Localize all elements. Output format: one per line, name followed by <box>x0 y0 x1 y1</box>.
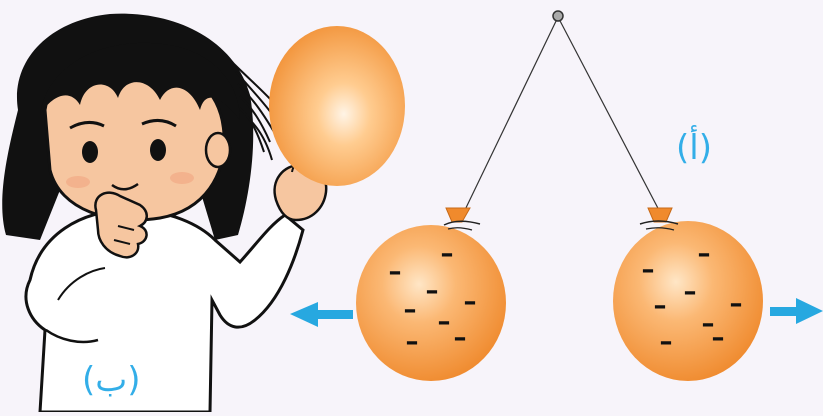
negative-charge: – <box>389 257 402 287</box>
negative-charge: – <box>404 295 417 325</box>
left-hanging-balloon: –––––––– <box>356 207 506 381</box>
suspension-strings <box>462 16 662 215</box>
negative-charge: – <box>660 327 673 357</box>
negative-charge: – <box>642 255 655 285</box>
left-eye <box>82 141 98 163</box>
negative-charge: – <box>654 291 667 321</box>
negative-charge: – <box>454 323 467 353</box>
right-hanging-balloon: –––––––– <box>613 207 763 381</box>
negative-charge: – <box>438 307 451 337</box>
shirt <box>24 208 305 414</box>
negative-charge: – <box>406 327 419 357</box>
negative-charge: – <box>698 239 711 269</box>
negative-charge: – <box>702 309 715 339</box>
label-b: (ب) <box>82 360 141 400</box>
right-balloon-charges: –––––––– <box>642 239 743 357</box>
girl-illustration <box>2 13 328 414</box>
negative-charge: – <box>712 323 725 353</box>
negative-charge: – <box>441 239 454 269</box>
negative-charge: – <box>464 287 477 317</box>
negative-charge: – <box>730 289 743 319</box>
label-a: (أ) <box>676 128 712 168</box>
right-eye <box>150 139 166 161</box>
static-hair-strands <box>231 61 283 161</box>
arrow-left-icon <box>290 302 353 327</box>
negative-charge: – <box>426 276 439 306</box>
pivot-icon <box>552 10 564 22</box>
rubbed-balloon <box>269 26 405 186</box>
left-balloon-charges: –––––––– <box>389 239 477 357</box>
arrow-right-icon <box>770 298 823 324</box>
negative-charge: – <box>684 277 697 307</box>
left-hand <box>94 191 148 259</box>
